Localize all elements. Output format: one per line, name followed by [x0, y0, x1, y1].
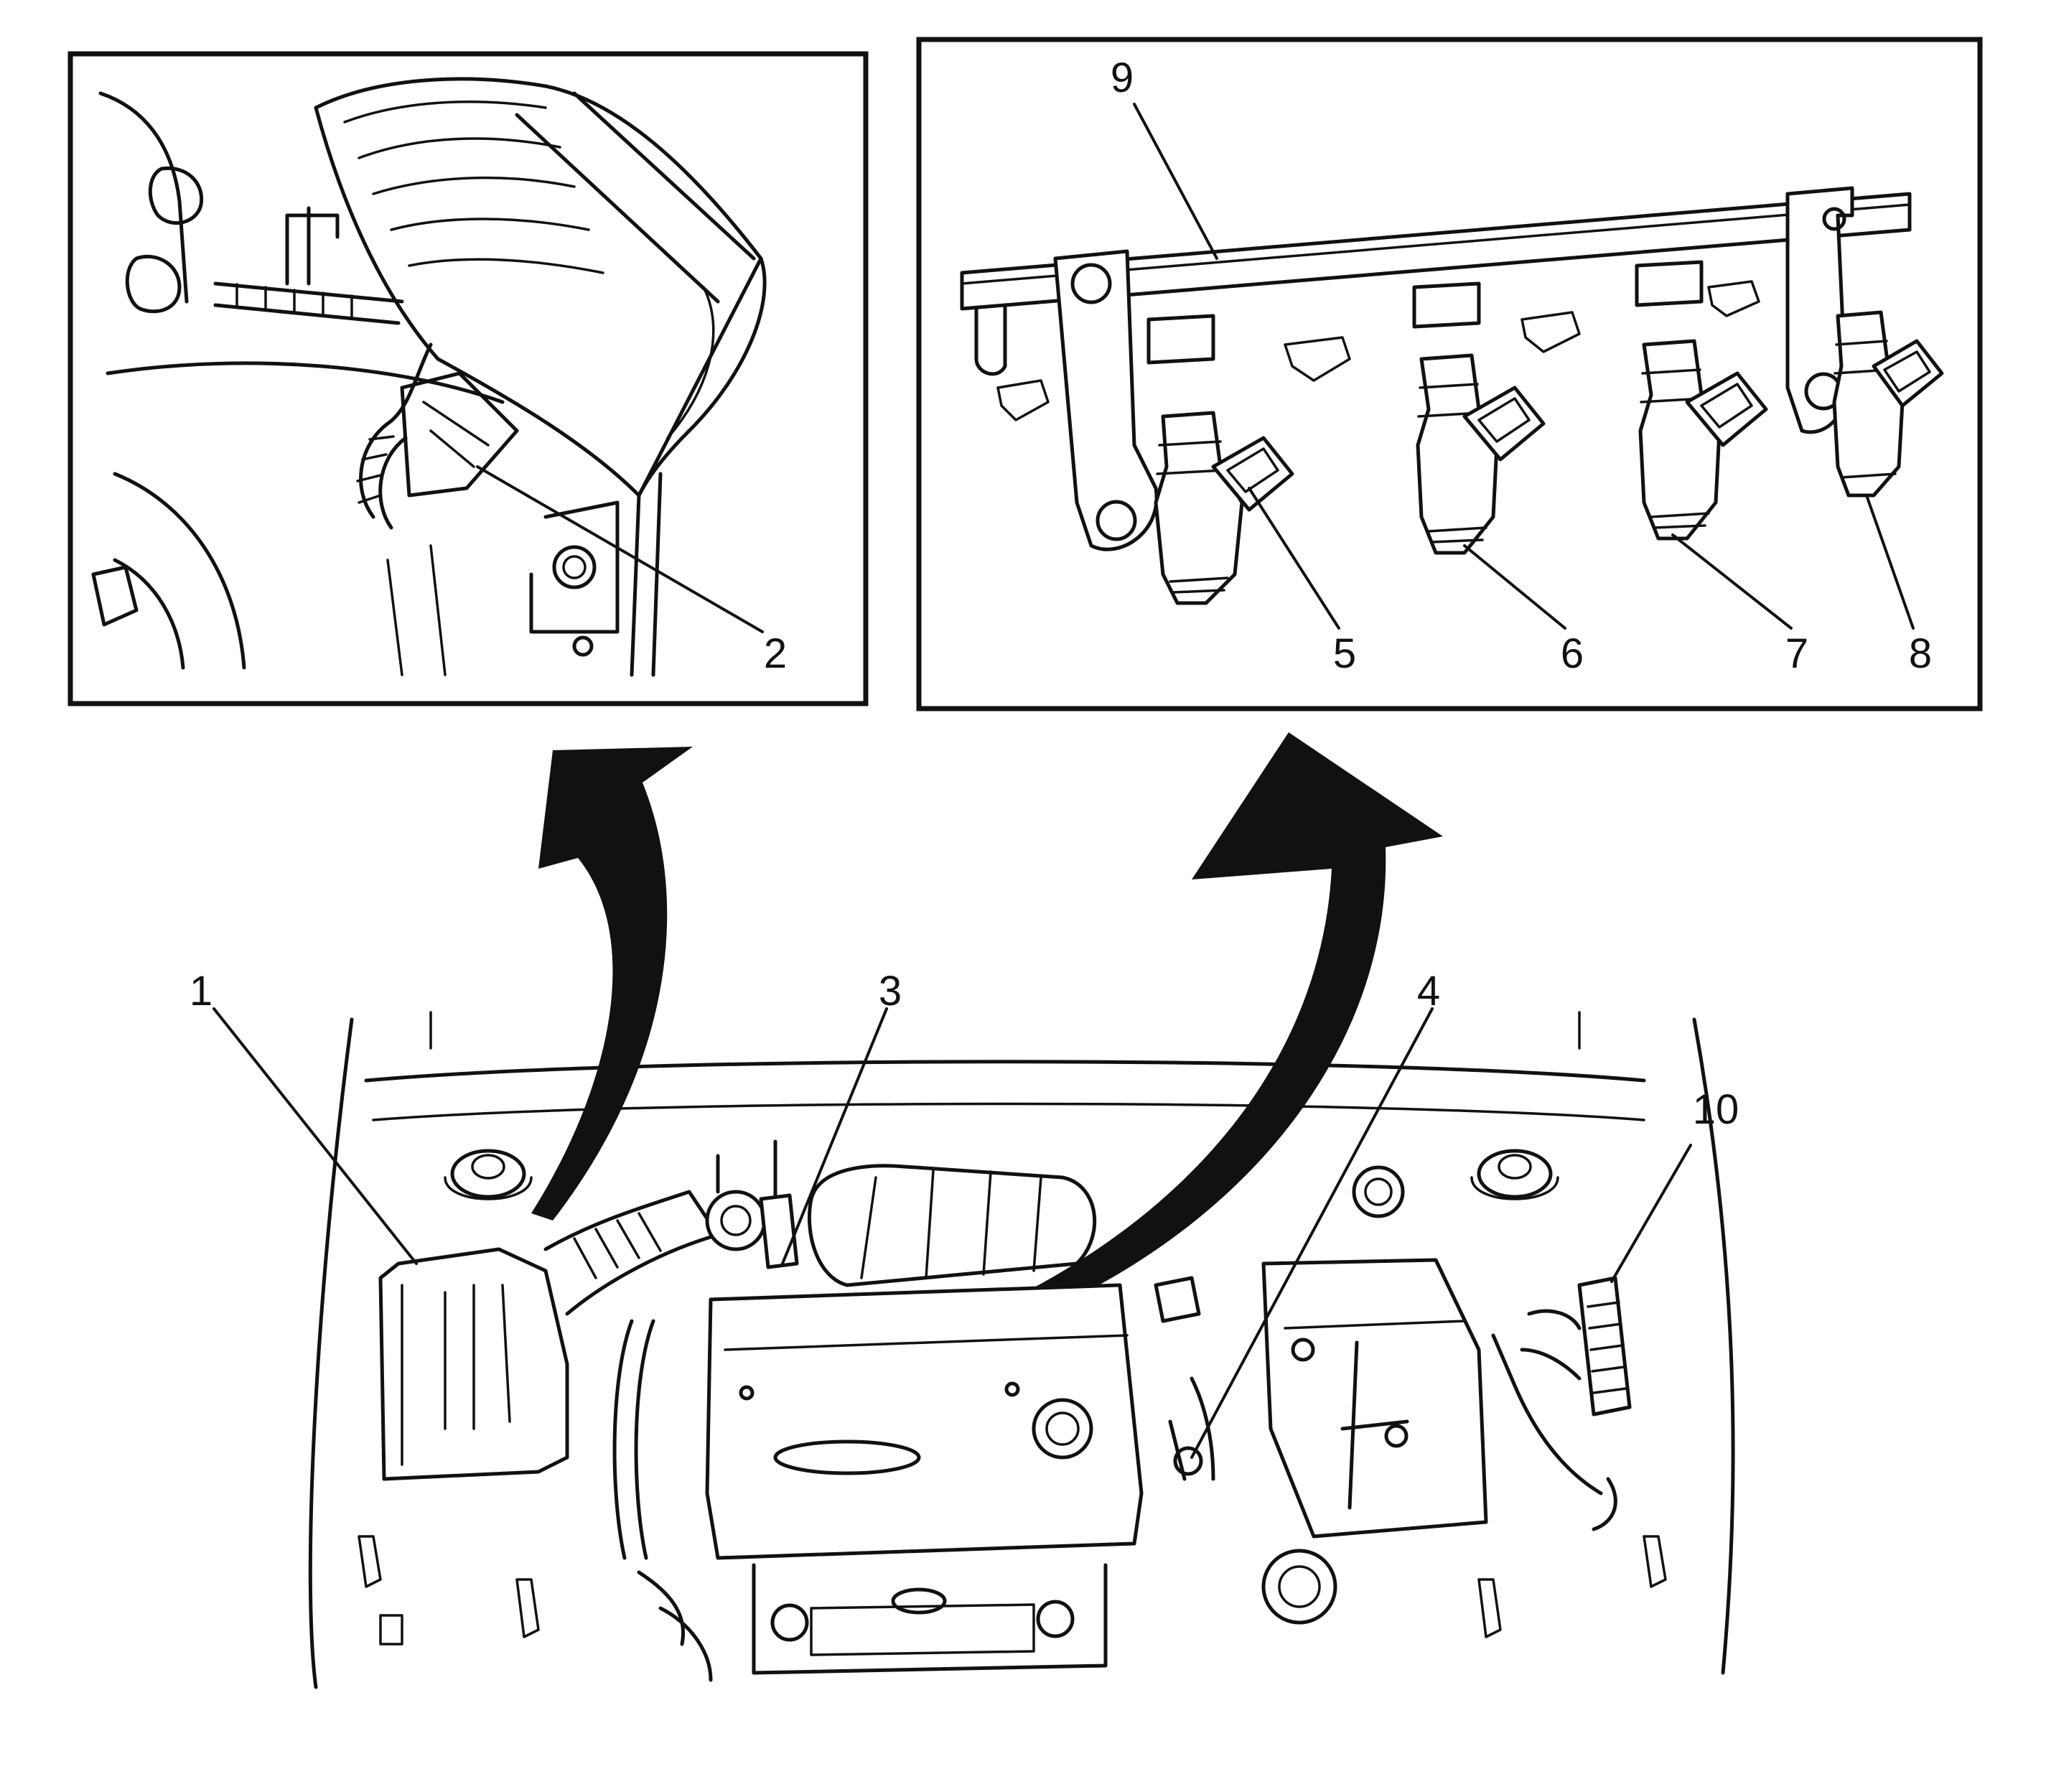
leader-10 [1610, 1144, 1692, 1283]
leader-6 [1463, 544, 1566, 630]
callout-3: 3 [879, 968, 902, 1014]
callout-2: 2 [764, 630, 787, 677]
injector-4 [1832, 310, 1944, 498]
battery [1261, 1258, 1488, 1539]
fuel-rail-drawing [960, 186, 1944, 605]
leader-7 [1671, 533, 1793, 630]
leader-3 [781, 1007, 888, 1265]
leader-9 [1133, 103, 1218, 260]
right-strut-tower [1470, 1149, 1559, 1200]
engine-control-module [1520, 1276, 1632, 1417]
callout-9: 9 [1111, 55, 1134, 101]
intake-duct-drawing [91, 77, 767, 677]
leader-2 [476, 465, 764, 633]
air-cleaner-housing [378, 1247, 569, 1481]
callout-labels: 1 2 3 4 5 6 7 8 9 10 [190, 55, 1932, 1133]
callout-6: 6 [1561, 630, 1584, 677]
inset-left-frame [67, 51, 869, 706]
callout-1: 1 [190, 968, 212, 1014]
injector-3 [1638, 339, 1768, 541]
inset-connector-detail [67, 51, 869, 706]
callout-8: 8 [1909, 630, 1932, 677]
leader-5 [1248, 487, 1340, 630]
leader-4 [1190, 1007, 1434, 1459]
engine-cam-cover [705, 1283, 1144, 1560]
callout-10: 10 [1693, 1086, 1739, 1133]
left-strut-tower [444, 1149, 533, 1200]
throttle-body [705, 1139, 799, 1269]
injector-2 [1416, 353, 1546, 555]
leader-lines [212, 103, 1915, 1459]
callout-5: 5 [1333, 630, 1356, 677]
callout-4: 4 [1417, 968, 1440, 1014]
leader-1 [212, 1007, 418, 1265]
leader-8 [1865, 494, 1915, 630]
engine-bay-drawing [308, 1011, 1735, 1689]
inset-fuel-rail-detail [916, 37, 1983, 711]
arrow-to-left-inset [531, 747, 693, 1221]
injector-1 [1154, 411, 1294, 605]
callout-7: 7 [1785, 630, 1808, 677]
